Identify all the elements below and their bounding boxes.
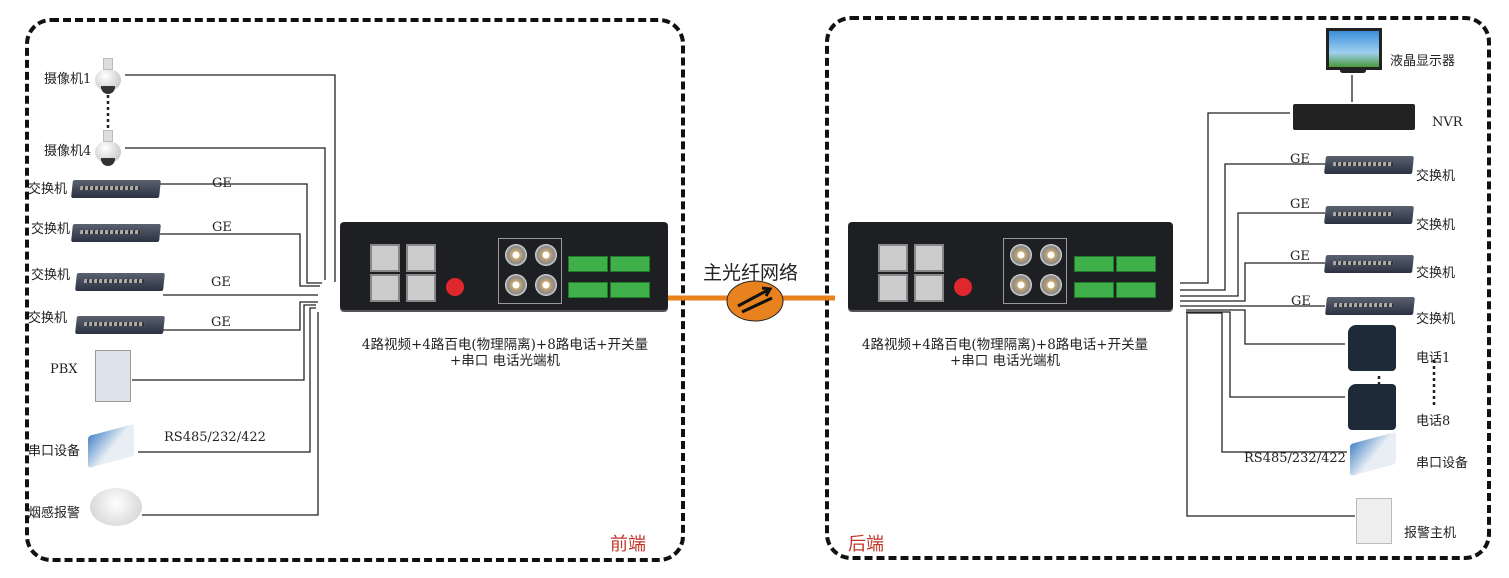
caption-line1: 4路视频+4路百电(物理隔离)+8路电话+开关量 xyxy=(361,337,649,353)
camera4-label: 摄像机4 xyxy=(44,144,92,159)
fiber-port-icon xyxy=(446,278,464,296)
fiber-network-icon xyxy=(726,280,784,322)
phone-icon xyxy=(1348,384,1396,430)
switch-icon xyxy=(71,224,161,242)
nvr-label: NVR xyxy=(1432,115,1463,130)
fiber-port-icon xyxy=(954,278,972,296)
switch-label: 交换机 xyxy=(31,222,71,237)
fiber-arrows-icon xyxy=(737,286,773,314)
line-serial xyxy=(138,307,316,453)
serial-link-label: RS485/232/422 xyxy=(1244,451,1346,466)
monitor-icon xyxy=(1326,28,1382,70)
switch-icon xyxy=(75,316,165,334)
line-smoke xyxy=(142,312,319,516)
line-phone1 xyxy=(1186,309,1345,345)
pbx-icon xyxy=(95,350,131,402)
line-switch2 xyxy=(160,233,320,287)
monitor-stand xyxy=(1340,68,1366,73)
line-bswitch2 xyxy=(1180,212,1325,297)
ge-label: GE xyxy=(211,275,231,290)
smoke-detector-icon xyxy=(90,488,142,526)
line-switch1 xyxy=(160,183,322,284)
alarm-label: 报警主机 xyxy=(1404,526,1457,541)
switch-label: 交换机 xyxy=(1416,266,1456,281)
serial-label: 串口设备 xyxy=(1416,456,1469,471)
switch-icon xyxy=(75,273,165,291)
back-optical-transceiver xyxy=(848,222,1173,310)
line-bswitch1 xyxy=(1180,163,1325,291)
ge-label: GE xyxy=(1290,249,1310,264)
line-switch4 xyxy=(163,301,318,331)
smoke-label: 烟感报警 xyxy=(28,506,81,521)
alarm-host-icon xyxy=(1356,498,1392,544)
ge-label: GE xyxy=(211,315,231,330)
camera-icon xyxy=(95,58,121,94)
monitor-label: 液晶显示器 xyxy=(1390,54,1456,69)
back-device-caption: 4路视频+4路百电(物理隔离)+8路电话+开关量 +串口 电话光端机 xyxy=(815,337,1195,369)
caption-line2: +串口 电话光端机 xyxy=(949,353,1061,369)
pbx-label: PBX xyxy=(50,362,78,377)
front-zone-border xyxy=(25,18,685,562)
network-label: 主光纤网络 xyxy=(703,262,799,284)
switch-label: 交换机 xyxy=(28,311,68,326)
caption-line2: +串口 电话光端机 xyxy=(449,353,561,369)
line-alarm xyxy=(1186,314,1355,517)
back-zone-border xyxy=(825,16,1491,560)
nvr-icon xyxy=(1293,104,1415,130)
switch-label: 交换机 xyxy=(1416,218,1456,233)
line-camera1 xyxy=(125,74,336,282)
switch-icon xyxy=(1324,156,1414,174)
switch-icon xyxy=(1324,206,1414,224)
line-pbx xyxy=(132,304,316,381)
ge-label: GE xyxy=(1290,197,1310,212)
switch-icon xyxy=(1325,297,1415,315)
switch-label: 交换机 xyxy=(1416,169,1456,184)
switch-icon xyxy=(71,180,161,198)
back-zone-label: 后端 xyxy=(848,534,884,555)
switch-label: 交换机 xyxy=(1416,312,1456,327)
switch-icon xyxy=(1324,255,1414,273)
line-bswitch3 xyxy=(1180,262,1325,302)
line-bserial xyxy=(1186,312,1347,453)
ge-label: GE xyxy=(212,220,232,235)
line-phone8 xyxy=(1186,311,1345,398)
switch-label: 交换机 xyxy=(31,268,71,283)
front-optical-transceiver xyxy=(340,222,668,310)
line-camera4 xyxy=(125,147,326,280)
camera1-label: 摄像机1 xyxy=(44,72,92,87)
caption-line1: 4路视频+4路百电(物理隔离)+8路电话+开关量 xyxy=(861,337,1149,353)
line-nvr xyxy=(1180,112,1290,284)
ge-label: GE xyxy=(212,176,232,191)
phone-icon xyxy=(1348,325,1396,371)
phone1-label: 电话1 xyxy=(1416,351,1451,366)
serial-link-label: RS485/232/422 xyxy=(164,430,266,445)
front-zone-label: 前端 xyxy=(610,534,646,555)
ge-label: GE xyxy=(1291,294,1311,309)
serial-label: 串口设备 xyxy=(28,444,81,459)
front-device-caption: 4路视频+4路百电(物理隔离)+8路电话+开关量 +串口 电话光端机 xyxy=(315,337,695,369)
switch-label: 交换机 xyxy=(28,182,68,197)
ge-label: GE xyxy=(1290,152,1310,167)
camera-icon xyxy=(95,130,121,166)
phone8-label: 电话8 xyxy=(1416,414,1451,429)
